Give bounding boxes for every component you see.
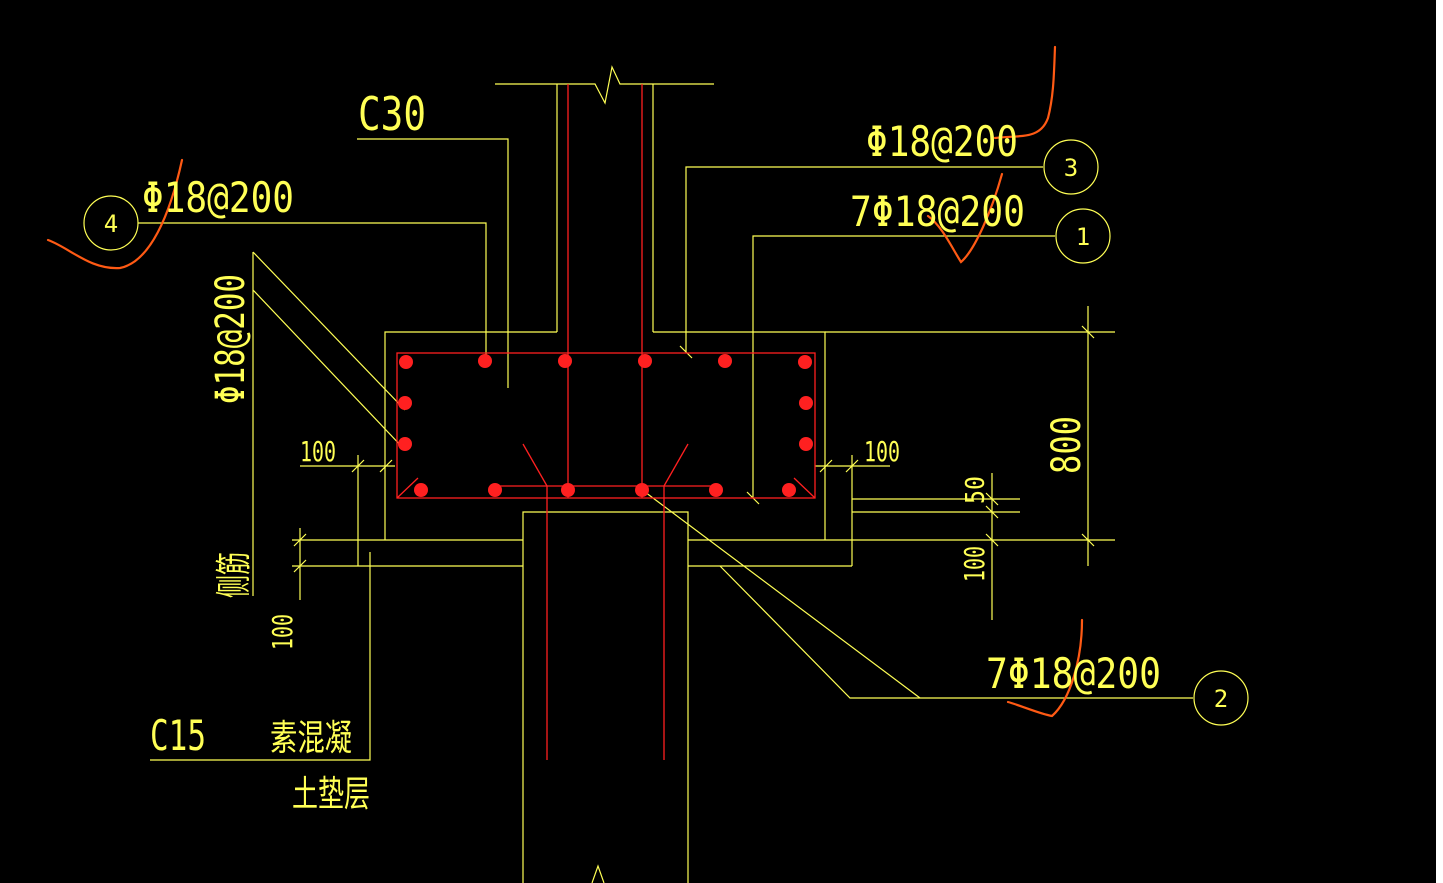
dim-50-tick-2 — [985, 505, 999, 519]
dim-right-cover-tick-2 — [845, 459, 859, 473]
rebar-dot — [558, 354, 572, 368]
label-rebar-1: 7Φ18@200 — [850, 187, 1025, 236]
label-side-bar: 侧筋 — [214, 552, 255, 598]
labels-group: C30 C15 素混凝 土垫层 Φ18@200 7Φ18@200 Φ18@200… — [104, 87, 1228, 815]
label-dim-left-cover: 100 — [300, 435, 336, 468]
dim-800-tick-top — [1081, 325, 1095, 339]
label-cushion-desc-2: 土垫层 — [292, 774, 370, 815]
label-c15: C15 — [150, 711, 206, 760]
callout-circle-1[interactable] — [1055, 208, 1111, 264]
structure-outline — [83, 65, 1249, 883]
c30-leader — [357, 138, 509, 388]
pile-hook-left — [522, 443, 548, 487]
rebar-dot — [799, 396, 813, 410]
stirrup-hook-left — [396, 477, 419, 499]
dim-50-tick-1 — [985, 492, 999, 506]
column-break-line — [495, 65, 714, 105]
label-dim-height: 800 — [1044, 416, 1090, 474]
markup-stroke-1 — [926, 172, 1004, 264]
beam-outline-left — [384, 331, 557, 540]
markup-stroke-4 — [46, 158, 184, 270]
rebar-dot — [414, 483, 428, 497]
dim-bottom-left-tick-2 — [293, 559, 307, 573]
rebar-dot — [478, 354, 492, 368]
callout-1-leader — [752, 235, 1055, 498]
label-dim-bottom-right: 100 — [958, 546, 991, 582]
rebar-dot — [398, 396, 412, 410]
rebar-dot — [561, 483, 575, 497]
label-rebar-4: Φ18@200 — [142, 173, 294, 222]
rebar-dot — [398, 437, 412, 451]
rebar-dot — [635, 483, 649, 497]
reinforcement-lines — [396, 84, 816, 760]
dim-left-cover-tick-2 — [379, 459, 393, 473]
dim-bottom-left-tick-1 — [293, 533, 307, 547]
label-callout-2: 2 — [1214, 685, 1228, 713]
rebar-dots — [398, 354, 813, 497]
callout-circle-4[interactable] — [83, 195, 139, 251]
rebar-dot — [798, 355, 812, 369]
dim-right-cover-tick-1 — [819, 459, 833, 473]
rebar-dot — [718, 354, 732, 368]
rebar-dot — [799, 437, 813, 451]
rebar-dot — [709, 483, 723, 497]
callout-circle-2[interactable] — [1193, 670, 1249, 726]
callout-2-leader-b — [644, 491, 921, 699]
label-dim-top-small: 50 — [961, 476, 991, 504]
label-callout-4: 4 — [104, 210, 118, 238]
rebar-dot — [638, 354, 652, 368]
dim-left-cover-tick-1 — [351, 459, 365, 473]
rebar-dot — [782, 483, 796, 497]
markup-stroke-2 — [1006, 618, 1084, 718]
label-c30: C30 — [358, 87, 426, 141]
label-dim-right-cover: 100 — [864, 435, 900, 468]
pile-hook-right — [663, 443, 689, 487]
pile-bottom-break — [591, 864, 605, 883]
callout-3-tick — [679, 345, 693, 359]
callout-3-leader — [685, 166, 1043, 352]
label-callout-1: 1 — [1076, 223, 1090, 251]
label-rebar-3: Φ18@200 — [866, 117, 1018, 166]
rebar-dot — [399, 355, 413, 369]
window-right-edge — [1436, 0, 1443, 883]
markup-stroke-3 — [993, 45, 1057, 140]
label-dim-bottom-left: 100 — [266, 614, 299, 650]
vertical-rebar-leader-2 — [252, 289, 406, 451]
stirrup-outline — [396, 352, 816, 499]
callout-circle-3[interactable] — [1043, 139, 1099, 195]
hand-markup — [46, 45, 1084, 718]
dim-100r-tick — [985, 533, 999, 547]
callout-4-leader — [138, 222, 487, 360]
pile-outline — [522, 511, 689, 883]
stirrup-hook-right — [793, 477, 816, 499]
callout-2-leader — [719, 565, 1193, 699]
rebar-dot — [488, 483, 502, 497]
label-cushion-desc-1: 素混凝 — [270, 718, 352, 759]
label-rebar-2: 7Φ18@200 — [986, 649, 1161, 698]
label-rebar-vertical: Φ18@200 — [208, 274, 254, 404]
label-callout-3: 3 — [1064, 154, 1078, 182]
vertical-rebar-leader-1 — [252, 251, 406, 411]
dim-800-tick-bottom — [1081, 533, 1095, 547]
c15-leader — [150, 552, 371, 761]
